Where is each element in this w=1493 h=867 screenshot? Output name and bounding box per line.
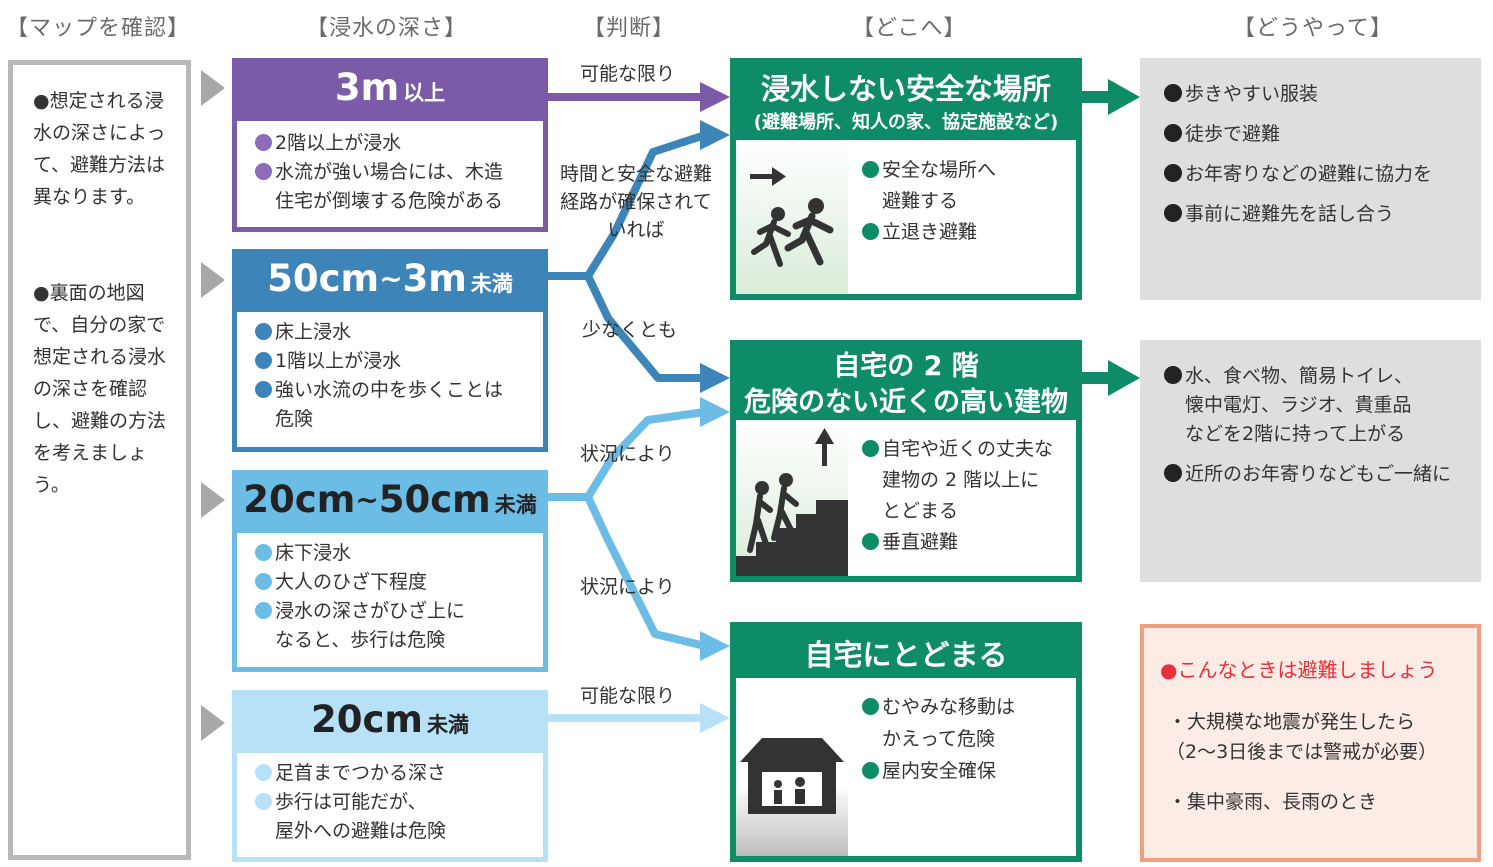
how-line: 水、食べ物、簡易トイレ、 — [1164, 362, 1413, 391]
arrow-blue — [548, 120, 730, 393]
header-how: 【どうやって】 — [1233, 16, 1393, 41]
how-box-evacuate: 歩きやすい服装 徒歩で避難 お年寄りなどの避難に協力を 事前に避難先を話し合う — [1140, 58, 1481, 300]
depth-header-20cm-50cm: 20cm ~ 50cm 未満 — [232, 470, 548, 528]
depth-box-50cm-3m: 50cm ~ 3m 未満 床上浸水 1階以上が浸水 強い水流の中を歩くことは 危… — [232, 249, 548, 452]
depth-value: 3m — [334, 65, 400, 109]
arrow-purple — [548, 82, 730, 112]
depth-line: 屋外への避難は危険 — [275, 820, 447, 842]
dest-line: 安全な場所へ — [862, 155, 996, 186]
how-line: 歩きやすい服装 — [1164, 80, 1318, 109]
how-line: お年寄りなどの避難に協力を — [1164, 160, 1432, 189]
header-depth: 【浸水の深さ】 — [306, 16, 468, 41]
depth-line: 浸水の深さがひざ上に — [255, 597, 465, 626]
pictogram-panel — [736, 678, 848, 856]
depth-box-20cm-50cm: 20cm ~ 50cm 未満 床下浸水 大人のひざ下程度 浸水の深さがひざ上に … — [232, 470, 548, 672]
dest-title: 浸水しない安全な場所 — [760, 72, 1051, 106]
depth-box-20cm: 20cm 未満 足首までつかる深さ 歩行は可能だが、 屋外への避難は危険 — [232, 690, 548, 862]
arrow-green-2 — [1082, 360, 1140, 396]
dest-subtitle: 危険のない近くの高い建物 — [744, 387, 1068, 418]
intro-text-2: ●裏面の地図で、自分の家で想定される浸水の深さを確認し、避難の方法を考えましょう… — [33, 282, 167, 496]
depth-header-50cm-3m: 50cm ~ 3m 未満 — [232, 249, 548, 307]
depth-line: 強い水流の中を歩くことは — [255, 376, 503, 405]
triangle-marker-1 — [201, 70, 225, 106]
dest-line: 立退き避難 — [862, 217, 977, 248]
running-people-icon — [750, 167, 834, 267]
alert-line: （2〜3日後までは警戒が必要） — [1166, 741, 1438, 763]
depth-line: 床上浸水 — [255, 318, 351, 347]
triangle-marker-3 — [201, 482, 225, 518]
judge-label-4: 状況により — [580, 443, 675, 465]
dest-box-safe-place: 浸水しない安全な場所 (避難場所、知人の家、協定施設など) 安全な場所へ 避難す… — [730, 58, 1082, 300]
depth-header-3m: 3m 以上 — [232, 58, 548, 116]
dest-line: 自宅や近くの丈夫な — [862, 434, 1053, 465]
triangle-marker-4 — [201, 705, 225, 741]
arrow-paleblue — [548, 703, 730, 733]
judge-label-2: 時間と安全な避難経路が確保されていれば — [560, 163, 713, 241]
how-line: 懐中電灯、ラジオ、貴重品 — [1185, 394, 1412, 416]
dest-line: 建物の 2 階以上に — [882, 469, 1040, 491]
dest-line: 避難する — [882, 190, 959, 212]
depth-line: 歩行は可能だが、 — [255, 788, 427, 817]
header-map: 【マップを確認】 — [6, 16, 191, 41]
header-judge: 【判断】 — [583, 16, 676, 41]
arrow-green-1 — [1082, 79, 1140, 115]
dest-box-stay-home: 自宅にとどまる むやみな移動は かえって危険 屋内安全確保 — [730, 622, 1082, 862]
how-line: 近所のお年寄りなどもご一緒に — [1164, 460, 1451, 489]
dest-title: 自宅の 2 階 — [833, 351, 979, 382]
intro-text-1: ●想定される浸水の深さによって、避難方法は異なります。 — [33, 90, 166, 208]
depth-line: 床下浸水 — [255, 539, 351, 568]
depth-line: 大人のひざ下程度 — [255, 568, 427, 597]
pictogram-panel — [736, 140, 848, 294]
depth-line: 危険 — [275, 408, 314, 430]
house-shelter-icon — [740, 738, 844, 814]
depth-line: 2階以上が浸水 — [255, 129, 401, 158]
dest-subtitle: (避難場所、知人の家、協定施設など) — [753, 112, 1059, 133]
depth-line: 1階以上が浸水 — [255, 347, 401, 376]
judge-label-1: 可能な限り — [580, 63, 676, 85]
judge-label-5: 状況により — [580, 576, 675, 598]
alert-title: ●こんなときは避難しましょう — [1160, 658, 1438, 682]
dest-line: かえって危険 — [882, 728, 996, 750]
dest-line: 垂直避難 — [862, 527, 958, 558]
triangle-marker-2 — [201, 262, 225, 298]
depth-line: なると、歩行は危険 — [275, 629, 446, 651]
dest-line: とどまる — [882, 500, 959, 522]
dest-title: 自宅にとどまる — [804, 638, 1008, 672]
pictogram-panel — [736, 420, 848, 576]
arrow-lightblue — [548, 397, 730, 661]
alert-box: ●こんなときは避難しましょう ・大規模な地震が発生したら （2〜3日後までは警戒… — [1140, 624, 1481, 862]
alert-line: ・集中豪雨、長雨のとき — [1168, 791, 1378, 813]
judge-label-6: 可能な限り — [580, 685, 676, 707]
how-line: 事前に避難先を話し合う — [1164, 200, 1394, 229]
how-line: 徒歩で避難 — [1164, 120, 1280, 149]
dest-box-second-floor: 自宅の 2 階 危険のない近くの高い建物 自宅や近くの丈夫な 建物の 2 階以上… — [730, 340, 1082, 582]
alert-line: ・大規模な地震が発生したら — [1168, 711, 1416, 733]
header-where: 【どこへ】 — [852, 16, 967, 41]
depth-line: 住宅が倒壊する危険がある — [275, 190, 504, 212]
dest-line: 屋内安全確保 — [862, 756, 996, 787]
depth-line: 足首までつかる深さ — [255, 759, 446, 788]
depth-unit: 以上 — [403, 81, 446, 105]
depth-header-20cm: 20cm 未満 — [232, 690, 548, 748]
intro-box: ●想定される浸水の深さによって、避難方法は異なります。 ●裏面の地図で、自分の家… — [8, 60, 191, 860]
judge-label-3: 少なくとも — [582, 319, 678, 341]
depth-box-3m: 3m 以上 2階以上が浸水 水流が強い場合には、木造 住宅が倒壊する危険がある — [232, 58, 548, 232]
how-box-vertical: 水、食べ物、簡易トイレ、 懐中電灯、ラジオ、貴重品 などを2階に持って上がる 近… — [1140, 340, 1481, 582]
dest-line: むやみな移動は — [862, 692, 1015, 723]
climbing-stairs-icon — [736, 428, 848, 576]
how-line: などを2階に持って上がる — [1185, 423, 1406, 445]
depth-line: 水流が強い場合には、木造 — [255, 158, 503, 187]
